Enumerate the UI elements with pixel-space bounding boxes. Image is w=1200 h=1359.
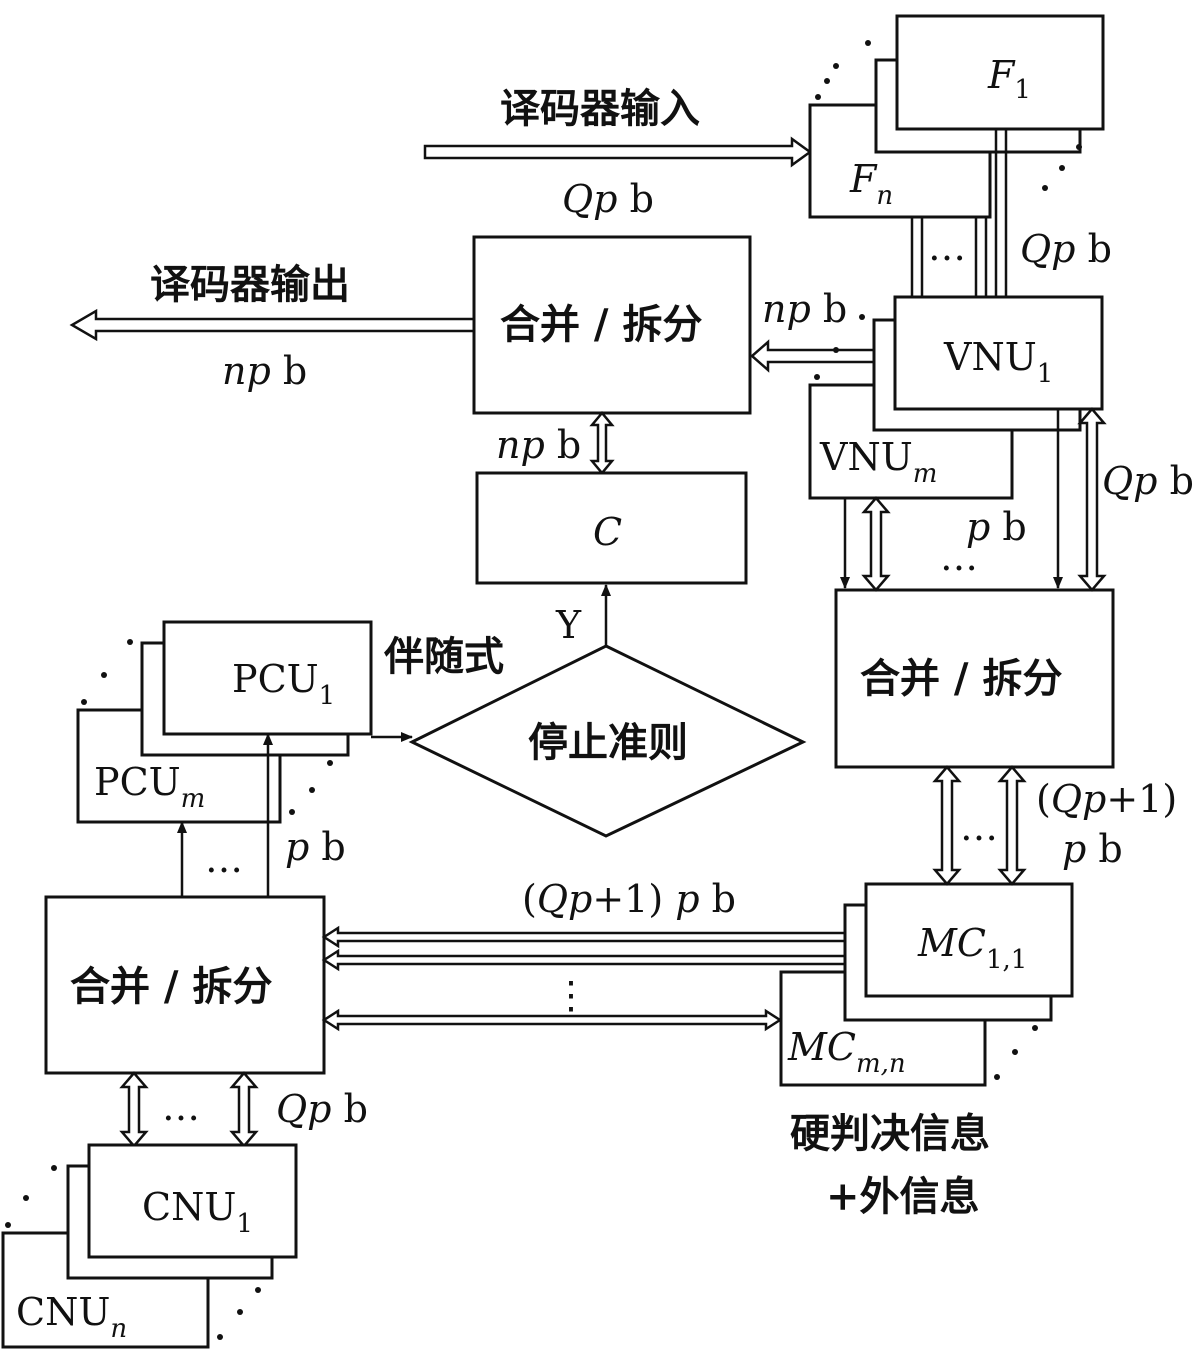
vnu-right-merge-width-label: p b [966,505,1027,549]
right-merge-split-label: 合并 / 拆分 [860,655,1062,702]
merge-cnu-double-arrow-1 [119,1071,149,1148]
merge-mc-double-arrow-2 [321,948,869,972]
decoder-input-width-label: Qp b [562,177,654,221]
decoder-output-width-label: np b [222,349,307,393]
left-merge-split-box [44,895,326,1075]
vnu-right-merge-double-arrow-2 [1077,407,1107,592]
merge-mc-double-arrow-1 [321,925,869,949]
merge-pcu-ellipsis: … [205,837,243,881]
hard-decision-label: 硬判决信息 [790,1110,990,1157]
frame-buffer-n-label: Fn [849,157,893,211]
cnu-1 [87,1143,298,1259]
mc-11 [864,882,1074,998]
merge-mc-vellipsis: ⋮ [552,973,590,1017]
frame-buffer-1-label: F1 [987,53,1031,105]
syndrome-label: 伴随式 [383,633,504,680]
decoder-output-arrow [69,308,474,342]
decoder-input-arrow [423,136,813,168]
cnu-1-label: CNU1 [142,1185,253,1239]
c-register-box [475,471,748,585]
right-merge-mc-double-arrow-1 [932,765,962,886]
pcu-m-label: PCUm [94,760,205,814]
mc-stack: MC1,1 MCm,n [779,882,1074,1087]
mc-11-label: MC1,1 [917,921,1027,975]
right-merge-split-box [834,588,1115,769]
cnu-stack: CNU1 CNUn [1,1143,298,1349]
vnu-stack: VNU1 VNUm [808,295,1104,500]
stop-criterion-diamond [408,644,807,838]
decoder-input-label: 译码器输入 [500,85,700,132]
top-merge-split-label: 合并 / 拆分 [500,301,702,348]
top-merge-split-box [472,235,752,415]
frame-buffer-1 [895,14,1105,131]
f-vnu-ellipsis: … [928,225,966,269]
merge-cnu-width-label: Qp b [276,1087,368,1131]
vnu-right-merge-qp-label: Qp b [1102,459,1194,503]
f-vnu-width-label: Qp b [1020,227,1112,271]
vnu-to-top-merge-arrow [750,339,874,373]
merge-cnu-ellipsis: … [162,1085,200,1129]
merge-c-double-arrow [589,411,615,475]
right-merge-mc-double-arrow-2 [997,765,1027,886]
vnu-1-label: VNU1 [943,335,1053,389]
extrinsic-label: +外信息 [826,1173,980,1220]
merge-cnu-double-arrow-2 [229,1071,259,1148]
yes-label: Y [555,603,582,647]
vnu-1 [893,295,1104,411]
left-merge-split-label: 合并 / 拆分 [70,963,272,1010]
merge-c-width-label: np b [496,423,581,467]
frame-buffer-stack: F1 Fn [808,14,1105,219]
cnu-n-label: CNUn [16,1290,127,1344]
vnu-top-merge-width-label: np b [762,287,847,331]
pcu-stack: PCU1 PCUm [76,620,373,824]
right-merge-mc-ellipsis: … [960,805,998,849]
vnu-m-label: VNUm [819,435,937,489]
c-register-label: C [593,510,622,554]
merge-mc-width-label: (Qp+1) p b [522,877,736,921]
vnu-right-merge-double-arrow-1 [861,496,891,592]
merge-pcu-width-label: p b [285,825,346,869]
pcu-1 [162,620,373,736]
right-merge-mc-width-label-top: (Qp+1) [1036,777,1177,821]
mc-mn-label: MCm,n [787,1025,906,1079]
pcu-1-label: PCU1 [232,657,335,711]
vnu-right-merge-ellipsis: … [940,535,978,579]
decoder-output-label: 译码器输出 [150,261,350,308]
right-merge-mc-width-label-bottom: p b [1062,827,1123,871]
stop-criterion-label: 停止准则 [528,719,688,766]
